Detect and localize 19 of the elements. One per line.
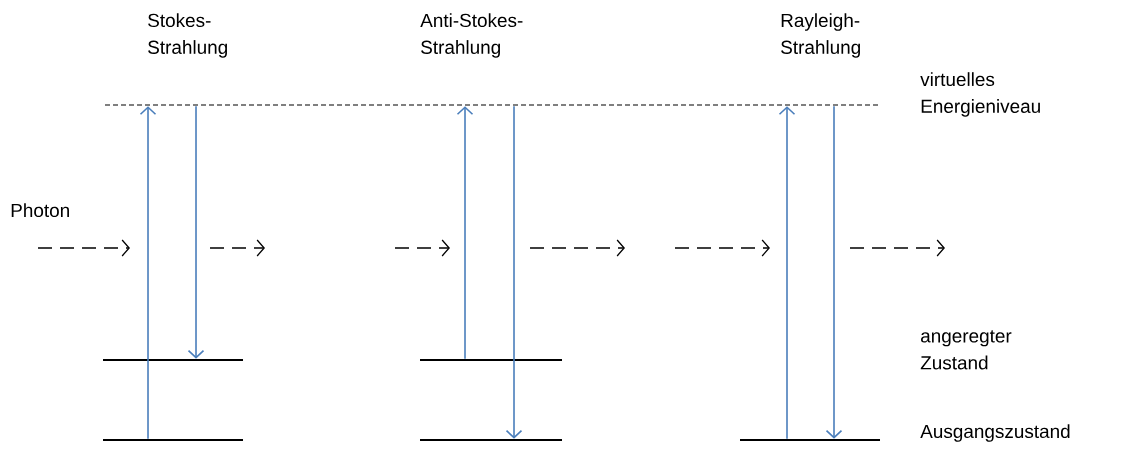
text-label: Stokes-Strahlung	[148, 13, 227, 58]
text-label: Photon	[11, 203, 69, 218]
arrow	[825, 105, 843, 439]
level-label: Ausgangszustand	[920, 424, 1070, 442]
text-label: Rayleigh-Strahlung	[781, 13, 860, 58]
level-line	[420, 359, 562, 361]
arrow	[139, 106, 157, 440]
arrow	[187, 105, 205, 359]
arrow	[778, 106, 796, 440]
level-label: virtuelles Energieniveau	[920, 72, 1040, 117]
text-label: angeregter Zustand	[920, 330, 1012, 370]
level-line	[103, 439, 243, 441]
level-line	[103, 359, 243, 361]
arrow	[456, 106, 474, 360]
arrow	[505, 105, 523, 439]
level-line	[740, 439, 880, 441]
dashed-level-line	[104, 104, 881, 106]
text-label: Anti-Stokes-Strahlung	[420, 13, 523, 58]
level-line	[420, 439, 562, 441]
